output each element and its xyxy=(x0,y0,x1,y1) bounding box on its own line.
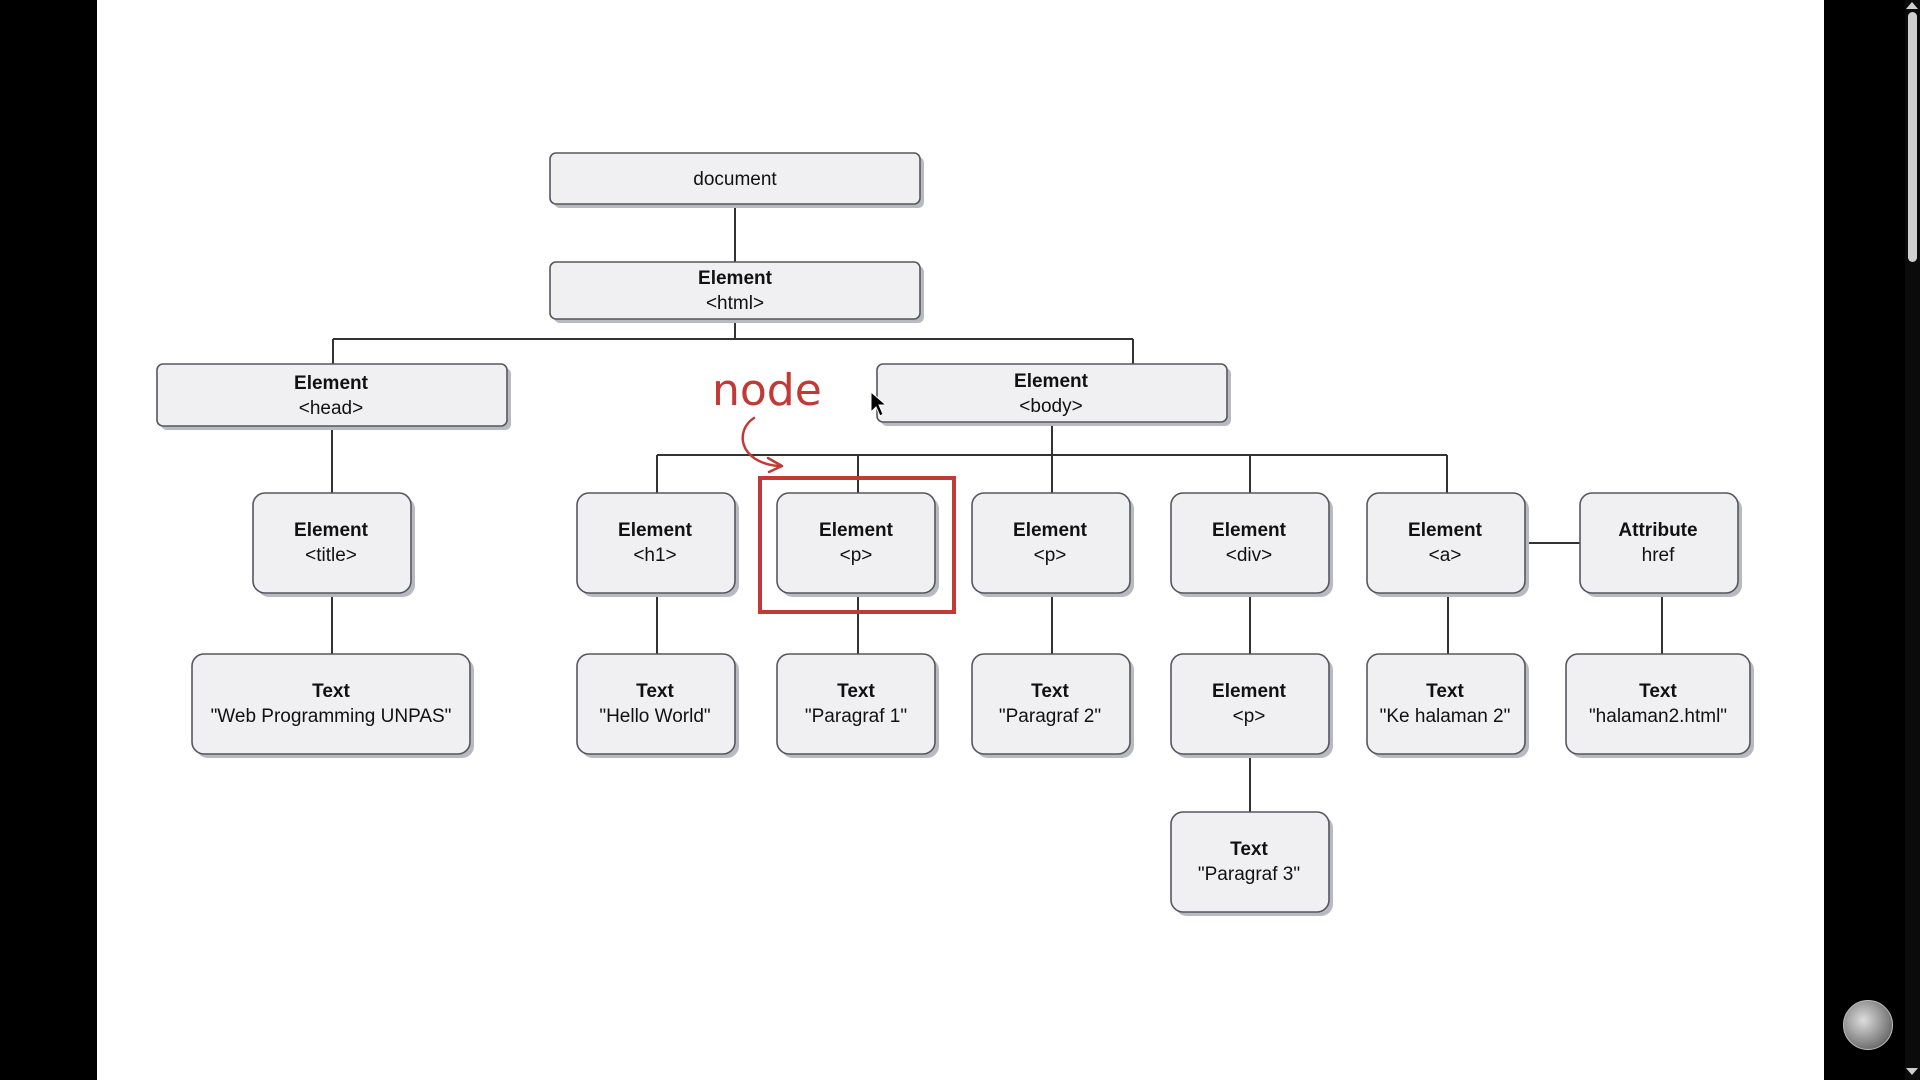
node-body-label: <body> xyxy=(1019,396,1082,417)
node-a-label: <a> xyxy=(1429,545,1462,566)
scrollbar-thumb[interactable] xyxy=(1908,12,1917,262)
node-title-text-label: "Web Programming UNPAS" xyxy=(211,706,452,727)
node-body: Element <body> xyxy=(876,363,1231,426)
tree-edges xyxy=(331,207,1663,812)
node-h1: Element <h1> xyxy=(576,492,739,597)
node-p2-text: Text "Paragraf 2" xyxy=(971,653,1134,758)
node-p1-text-kind: Text xyxy=(837,681,875,702)
node-document: document xyxy=(549,152,924,208)
node-p2-text-kind: Text xyxy=(1031,681,1069,702)
node-div-p-text: Text "Paragraf 3" xyxy=(1170,811,1333,916)
node-p2-kind: Element xyxy=(1013,520,1088,541)
node-div-p-text-label: "Paragraf 3" xyxy=(1198,864,1300,885)
node-html-kind: Element xyxy=(698,268,773,289)
node-p2: Element <p> xyxy=(971,492,1134,597)
node-div-p: Element <p> xyxy=(1170,653,1333,758)
node-div: Element <div> xyxy=(1170,492,1333,597)
node-a-kind: Element xyxy=(1408,520,1483,541)
node-head-kind: Element xyxy=(294,373,369,394)
node-h1-kind: Element xyxy=(618,520,693,541)
node-head: Element <head> xyxy=(156,363,511,430)
node-div-kind: Element xyxy=(1212,520,1287,541)
node-p2-text-label: "Paragraf 2" xyxy=(999,706,1101,727)
node-a-text: Text "Ke halaman 2" xyxy=(1366,653,1529,758)
node-h1-text-label: "Hello World" xyxy=(599,706,710,727)
node-div-label: <div> xyxy=(1226,545,1272,566)
node-a-text-label: "Ke halaman 2" xyxy=(1380,706,1511,727)
node-h1-text: Text "Hello World" xyxy=(576,653,739,758)
node-p2-label: <p> xyxy=(1034,545,1067,566)
scroll-down-arrow-icon[interactable] xyxy=(1906,1068,1918,1075)
annotation-arrow-icon xyxy=(741,416,780,468)
node-div-p-text-kind: Text xyxy=(1230,839,1268,860)
node-a-text-kind: Text xyxy=(1426,681,1464,702)
node-annotation: node xyxy=(712,365,956,614)
node-a: Element <a> xyxy=(1366,492,1529,597)
scrollbar-track[interactable] xyxy=(1905,0,1920,1080)
node-title-kind: Element xyxy=(294,520,369,541)
node-html-label: <html> xyxy=(706,293,764,314)
mouse-cursor-icon xyxy=(870,390,888,417)
node-head-label: <head> xyxy=(299,398,363,419)
node-document-label: document xyxy=(693,169,777,190)
node-title-text: Text "Web Programming UNPAS" xyxy=(191,653,474,758)
node-div-p-kind: Element xyxy=(1212,681,1287,702)
node-href-kind: Attribute xyxy=(1618,520,1697,541)
node-div-p-label: <p> xyxy=(1233,706,1266,727)
highlight-box xyxy=(758,476,956,614)
node-p1: Element <p> xyxy=(776,492,939,597)
node-p1-text-label: "Paragraf 1" xyxy=(805,706,907,727)
annotation-arrowhead-icon xyxy=(766,456,784,474)
node-href: Attribute href xyxy=(1579,492,1742,597)
node-href-text: Text "halaman2.html" xyxy=(1565,653,1754,758)
node-h1-label: <h1> xyxy=(633,545,676,566)
annotation-label: node xyxy=(712,365,822,416)
node-p1-kind: Element xyxy=(819,520,894,541)
node-p1-label: <p> xyxy=(840,545,873,566)
node-title-text-kind: Text xyxy=(312,681,350,702)
node-href-text-kind: Text xyxy=(1639,681,1677,702)
node-title: Element <title> xyxy=(252,492,415,597)
scroll-up-arrow-icon[interactable] xyxy=(1906,2,1918,9)
node-p1-text: Text "Paragraf 1" xyxy=(776,653,939,758)
node-href-text-label: "halaman2.html" xyxy=(1589,706,1727,727)
node-html: Element <html> xyxy=(549,261,924,323)
node-href-label: href xyxy=(1642,545,1675,566)
channel-logo-icon[interactable] xyxy=(1843,1000,1893,1050)
node-h1-text-kind: Text xyxy=(636,681,674,702)
player-side-bar xyxy=(1824,0,1920,1080)
node-title-label: <title> xyxy=(305,545,357,566)
node-body-kind: Element xyxy=(1014,371,1089,392)
